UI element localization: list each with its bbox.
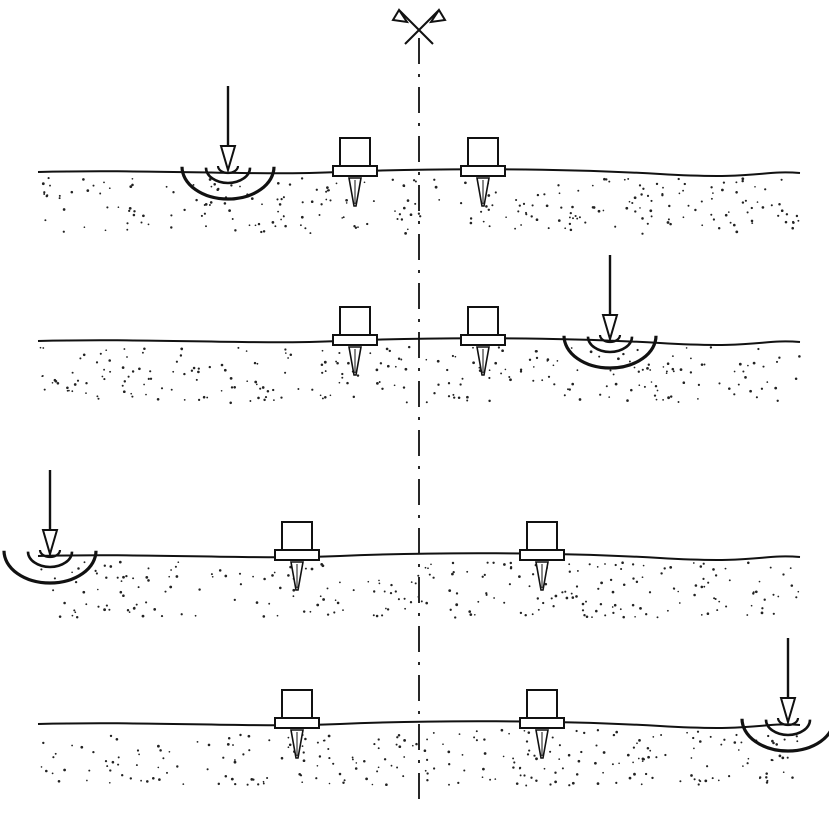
panel-4	[37, 638, 829, 787]
geophone-icon	[274, 689, 320, 759]
geophone-icon	[519, 521, 565, 591]
wave-arc-icon	[562, 334, 658, 370]
ground-surface-line	[37, 720, 801, 729]
soil-stipple	[39, 345, 801, 405]
panel-1	[37, 86, 801, 235]
panel-3	[2, 470, 801, 619]
panel-2	[37, 255, 801, 405]
soil-stipple	[40, 728, 799, 787]
impact-arrow-icon	[779, 638, 797, 726]
geophone-icon	[332, 137, 378, 207]
geophone-icon	[460, 137, 506, 207]
soil-stipple	[41, 177, 800, 235]
ground-surface-line	[37, 337, 801, 346]
wave-arc-icon	[740, 717, 829, 753]
crossed-flags-icon	[391, 8, 447, 45]
impact-arrow-icon	[41, 470, 59, 558]
wave-arc-icon	[2, 549, 98, 585]
wave-arc-icon	[180, 165, 276, 201]
impact-arrow-icon	[601, 255, 619, 343]
geophone-icon	[519, 689, 565, 759]
geophone-icon	[332, 306, 378, 376]
geophone-icon	[460, 306, 506, 376]
impact-arrow-icon	[219, 86, 237, 174]
ground-surface-line	[37, 552, 801, 561]
geophone-icon	[274, 521, 320, 591]
